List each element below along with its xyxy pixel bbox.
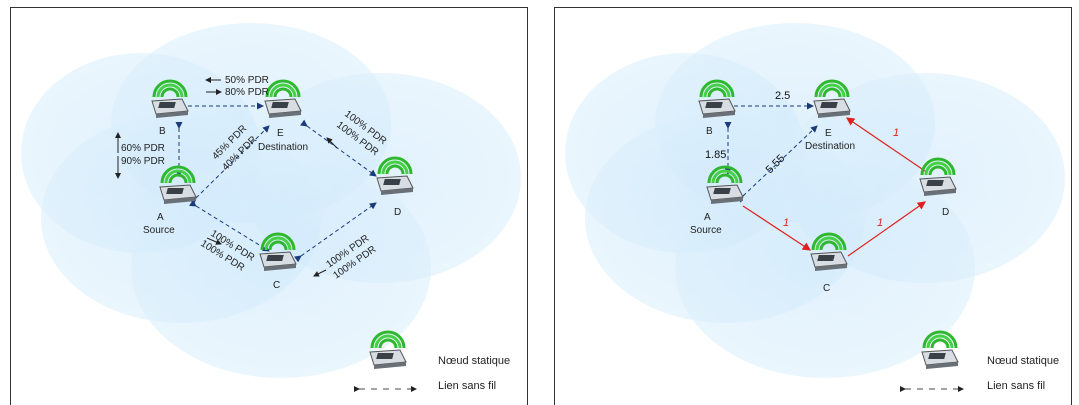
legend-link-label: Lien sans fil — [438, 380, 496, 392]
left-diagram-panel: B E Destination A Source D C 50% PDR 80%… — [10, 7, 528, 405]
node-a-role: Source — [143, 225, 175, 236]
node-a-letter: A — [704, 212, 711, 223]
node-e-role: Destination — [258, 142, 308, 153]
node-e-letter: E — [277, 128, 284, 139]
node-c-letter: C — [273, 280, 280, 291]
node-b-letter: B — [706, 126, 713, 137]
legend-link-label: Lien sans fil — [987, 380, 1045, 392]
coverage-areas-right — [565, 23, 1065, 378]
right-diagram-panel: B E Destination A Source D C 2.5 1.85 5.… — [554, 7, 1072, 405]
legend-node-label: Nœud statique — [987, 355, 1059, 367]
coverage-areas — [21, 23, 521, 378]
pdr-be-1: 50% PDR — [225, 75, 269, 86]
node-d-letter: D — [942, 207, 949, 218]
node-a-letter: A — [157, 212, 164, 223]
weight-de: 1 — [893, 127, 899, 139]
node-b-letter: B — [159, 126, 166, 137]
legend-node-label: Nœud statique — [438, 355, 510, 367]
wireless-links — [175, 102, 377, 263]
node-e-letter: E — [825, 128, 832, 139]
pdr-arrows — [115, 77, 338, 277]
best-path — [742, 117, 926, 257]
node-d-letter: D — [394, 207, 401, 218]
node-a-role: Source — [690, 225, 722, 236]
pdr-be-2: 80% PDR — [225, 87, 269, 98]
weight-cd: 1 — [877, 217, 883, 229]
pdr-ab-1: 60% PDR — [121, 143, 165, 154]
node-c-letter: C — [823, 283, 830, 294]
pdr-ab-2: 90% PDR — [121, 156, 165, 167]
weight-be: 2.5 — [775, 90, 790, 102]
node-e-role: Destination — [805, 141, 855, 152]
weight-ac: 1 — [783, 217, 789, 229]
weight-ab: 1.85 — [705, 149, 726, 161]
